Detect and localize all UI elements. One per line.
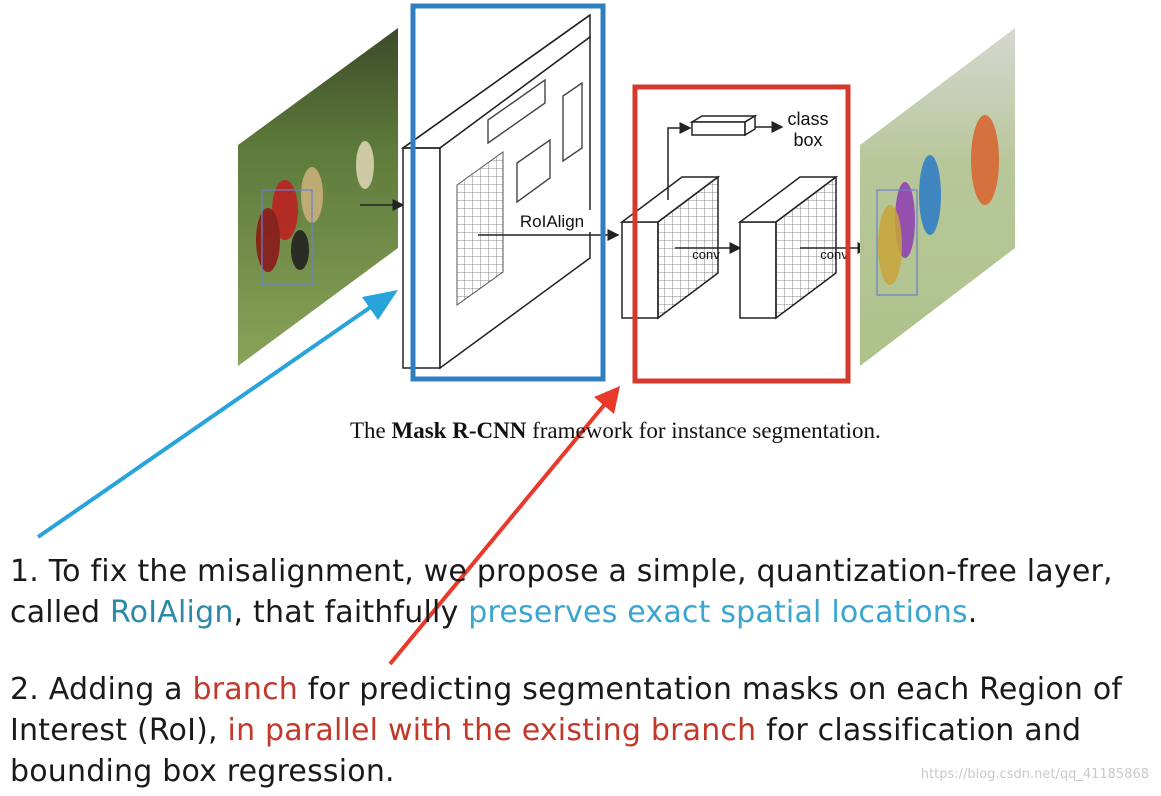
roi-grid [456, 151, 504, 306]
blue-highlight-box [410, 3, 606, 382]
roialign-label: RoIAlign [520, 212, 584, 231]
parallel-highlight: in parallel with the existing branch [227, 713, 757, 748]
conv-label-2: conv [820, 247, 848, 262]
point-2-text: 2. Adding a branch for predicting segmen… [10, 672, 1123, 789]
figure-caption: The Mask R-CNN framework for instance se… [350, 418, 881, 443]
spatial-highlight: preserves exact spatial locations [468, 595, 968, 630]
branch-highlight: branch [192, 672, 298, 707]
roialign-highlight: RoIAlign [109, 595, 234, 630]
conv-label-1: conv [692, 247, 720, 262]
red-highlight-box [632, 84, 851, 384]
watermark: https://blog.csdn.net/qq_41185868 [920, 767, 1149, 782]
blue-pointer-arrow [36, 290, 398, 539]
point-1-text: 1. To fix the misalignment, we propose a… [10, 554, 1113, 630]
class-label: class [787, 109, 828, 129]
input-image [238, 28, 398, 366]
class-box-branch [667, 114, 784, 200]
box-label: box [793, 130, 822, 150]
roi-regions [487, 78, 583, 204]
output-image [860, 28, 1015, 366]
red-pointer-arrow [388, 386, 620, 666]
